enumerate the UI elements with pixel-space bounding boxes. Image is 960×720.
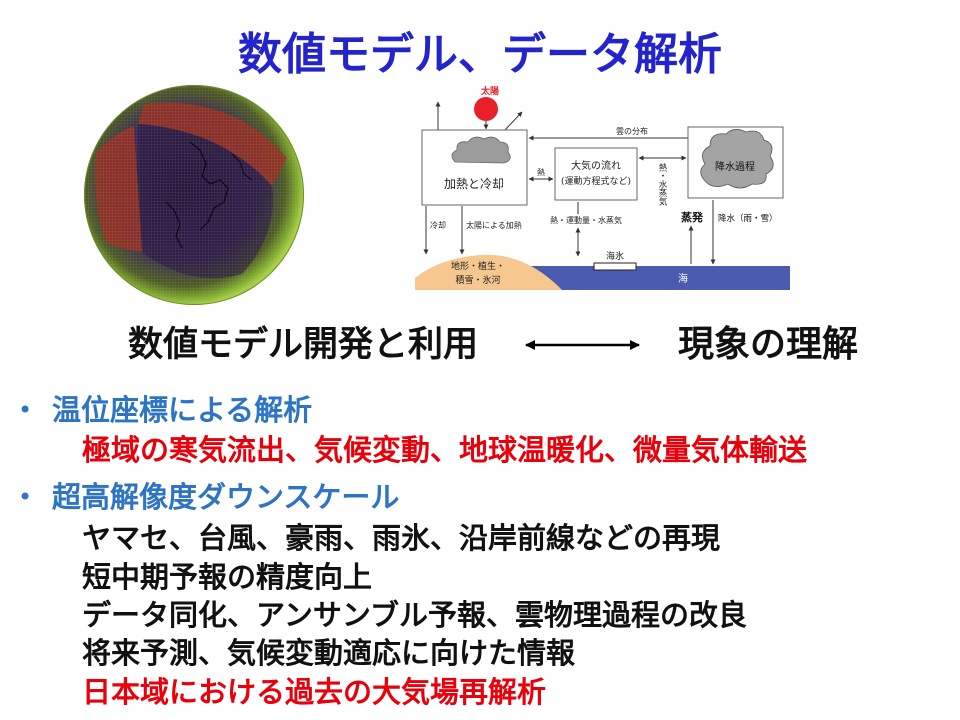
phenomenon-understanding-label: 現象の理解 xyxy=(678,324,859,365)
slide-title: 数値モデル、データ解析 xyxy=(238,29,722,80)
sun-icon xyxy=(474,97,498,121)
sea-ice-label: 海氷 xyxy=(606,250,624,262)
section-line: 極域の寒気流出、気候変動、地球温暖化、微量気体輸送 xyxy=(82,433,808,467)
atmosphere-flow-sublabel: (運動方程式など) xyxy=(561,175,631,187)
land-hill xyxy=(415,254,562,290)
globe-coastline xyxy=(231,153,253,181)
globe-coastline xyxy=(165,201,183,249)
section-heading-isentropic-analysis: 温位座標による解析 xyxy=(52,393,313,427)
heat-label: 熱 xyxy=(537,167,545,177)
double-arrow-icon xyxy=(525,340,640,350)
reflected-radiation-arrow xyxy=(504,111,523,131)
solar-heating-label: 太陽による加熱 xyxy=(466,220,522,230)
sea-ice-block xyxy=(593,262,637,271)
rain-cloud-icon xyxy=(700,129,774,189)
evaporation-label: 蒸発 xyxy=(681,210,704,224)
bullet-marker: • xyxy=(18,396,33,424)
precipitation-process-label: 降水過程 xyxy=(715,160,755,173)
ocean-label: 海 xyxy=(678,272,688,285)
heat-vapor-label: 熱・水蒸気 xyxy=(657,162,667,206)
land-label-line1: 地形・植生・ xyxy=(451,260,505,272)
section-line: 将来予測、気候変動適応に向けた情報 xyxy=(82,636,576,670)
section-line: 日本域における過去の大気場再解析 xyxy=(82,675,547,709)
climate-system-diagram: 地形・植生・ 積雪・氷河 海氷 海 太陽 加熱と冷却 雲の分布 大気の流れ (運… xyxy=(415,85,790,290)
cloud-distribution-label: 雲の分布 xyxy=(616,126,648,136)
cloud-icon xyxy=(451,136,511,164)
section-line: データ同化、アンサンブル予報、雲物理過程の改良 xyxy=(82,598,747,632)
sun-label: 太陽 xyxy=(480,85,499,97)
globe-rim xyxy=(84,85,304,305)
ocean-band xyxy=(528,266,790,290)
heating-cooling-label: 加熱と冷却 xyxy=(444,177,504,191)
cooling-label: 冷却 xyxy=(430,220,446,230)
land-label-line2: 積雪・氷河 xyxy=(455,274,500,286)
globe-coastline xyxy=(189,141,229,231)
bullet-marker: • xyxy=(18,483,33,511)
globe-model-image xyxy=(84,85,304,305)
model-development-label: 数値モデル開発と利用 xyxy=(128,325,479,365)
section-line: ヤマセ、台風、豪雨、雨氷、沿岸前線などの再現 xyxy=(82,521,721,555)
section-line: 短中期予報の精度向上 xyxy=(82,560,373,594)
precipitation-label: 降水（雨・雪） xyxy=(718,213,778,224)
flux-label: 熱・運動量・水蒸気 xyxy=(550,215,622,225)
atmosphere-flow-label: 大気の流れ xyxy=(571,159,621,172)
atmosphere-flow-box xyxy=(554,147,638,201)
section-heading-downscaling: 超高解像度ダウンスケール xyxy=(52,480,400,514)
globe-mesh-grid xyxy=(84,85,304,305)
